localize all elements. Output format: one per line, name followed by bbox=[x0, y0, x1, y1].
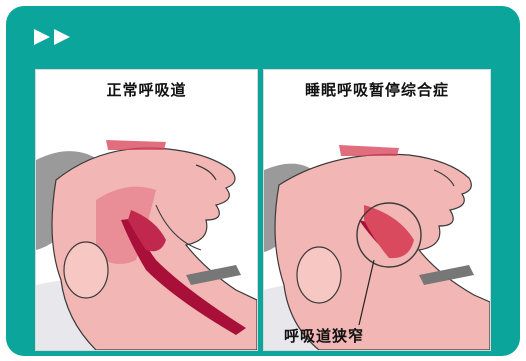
apnea-airway-illustration bbox=[264, 70, 490, 350]
forehead-mark bbox=[106, 140, 166, 150]
panel-sleep-apnea: 睡眠呼吸暂停综合症 呼吸道狭窄 bbox=[263, 69, 491, 351]
teal-frame: 正常呼吸道 睡眠呼吸暂停综合症 bbox=[6, 6, 520, 356]
ear-shape bbox=[64, 242, 108, 298]
ear-shape bbox=[297, 247, 341, 303]
caption-narrow-airway: 呼吸道狭窄 bbox=[284, 325, 364, 346]
normal-airway-illustration bbox=[36, 70, 257, 350]
panel-normal-airway: 正常呼吸道 bbox=[35, 69, 258, 351]
double-chevron-right-icon bbox=[32, 26, 76, 48]
forehead-mark bbox=[339, 145, 399, 156]
